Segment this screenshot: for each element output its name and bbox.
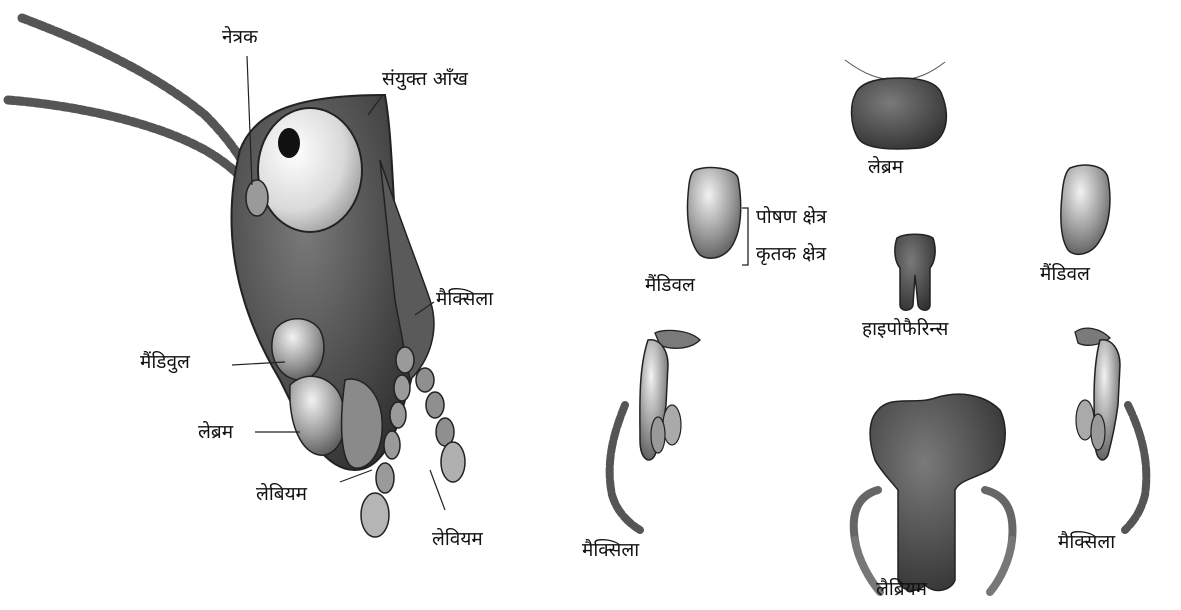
labium-part-shape — [854, 394, 1013, 592]
label-mandible-left: मैंडिवल — [645, 276, 695, 295]
label-compound-eye: संयुक्त आँख — [382, 70, 468, 89]
hypopharynx-shape — [895, 234, 935, 310]
mandible-left-shape — [688, 168, 741, 259]
mandible-right-shape — [1061, 165, 1110, 254]
label-mandible-right: मैंडिवल — [1040, 265, 1090, 284]
antenna-upper — [22, 18, 250, 175]
compound-eye-pupil — [278, 128, 300, 158]
antenna-lower — [8, 100, 245, 182]
label-maxilla-left: मैक्सिला — [582, 541, 639, 560]
mandible-bracket — [742, 208, 748, 265]
label-labium-main-right: लेवियम — [432, 530, 483, 549]
ocellus-shape — [246, 180, 268, 216]
labrum-part-shape — [845, 60, 946, 149]
label-labium-main-left: लेबियम — [256, 485, 307, 504]
label-grinding-region: पोषण क्षेत्र — [756, 208, 827, 227]
label-mandible-main: मैंडिवुल — [140, 353, 190, 372]
label-maxilla-main: मैक्सिला — [436, 290, 493, 309]
compound-eye — [258, 108, 362, 232]
maxilla-right-shape — [1075, 328, 1146, 530]
labial-palp — [416, 368, 465, 482]
label-labrum-part: लेब्रम — [868, 158, 903, 177]
label-cutting-region: कृतक क्षेत्र — [756, 245, 826, 264]
maxilla-left-shape — [610, 330, 700, 530]
label-ocellus: नेत्रक — [222, 28, 258, 47]
label-maxilla-right: मैक्सिला — [1058, 533, 1115, 552]
label-hypopharynx: हाइपोफैरिन्स — [862, 320, 948, 339]
label-labium-part: लैब्रियम — [876, 580, 927, 599]
label-labrum-main: लेब्रम — [198, 423, 233, 442]
